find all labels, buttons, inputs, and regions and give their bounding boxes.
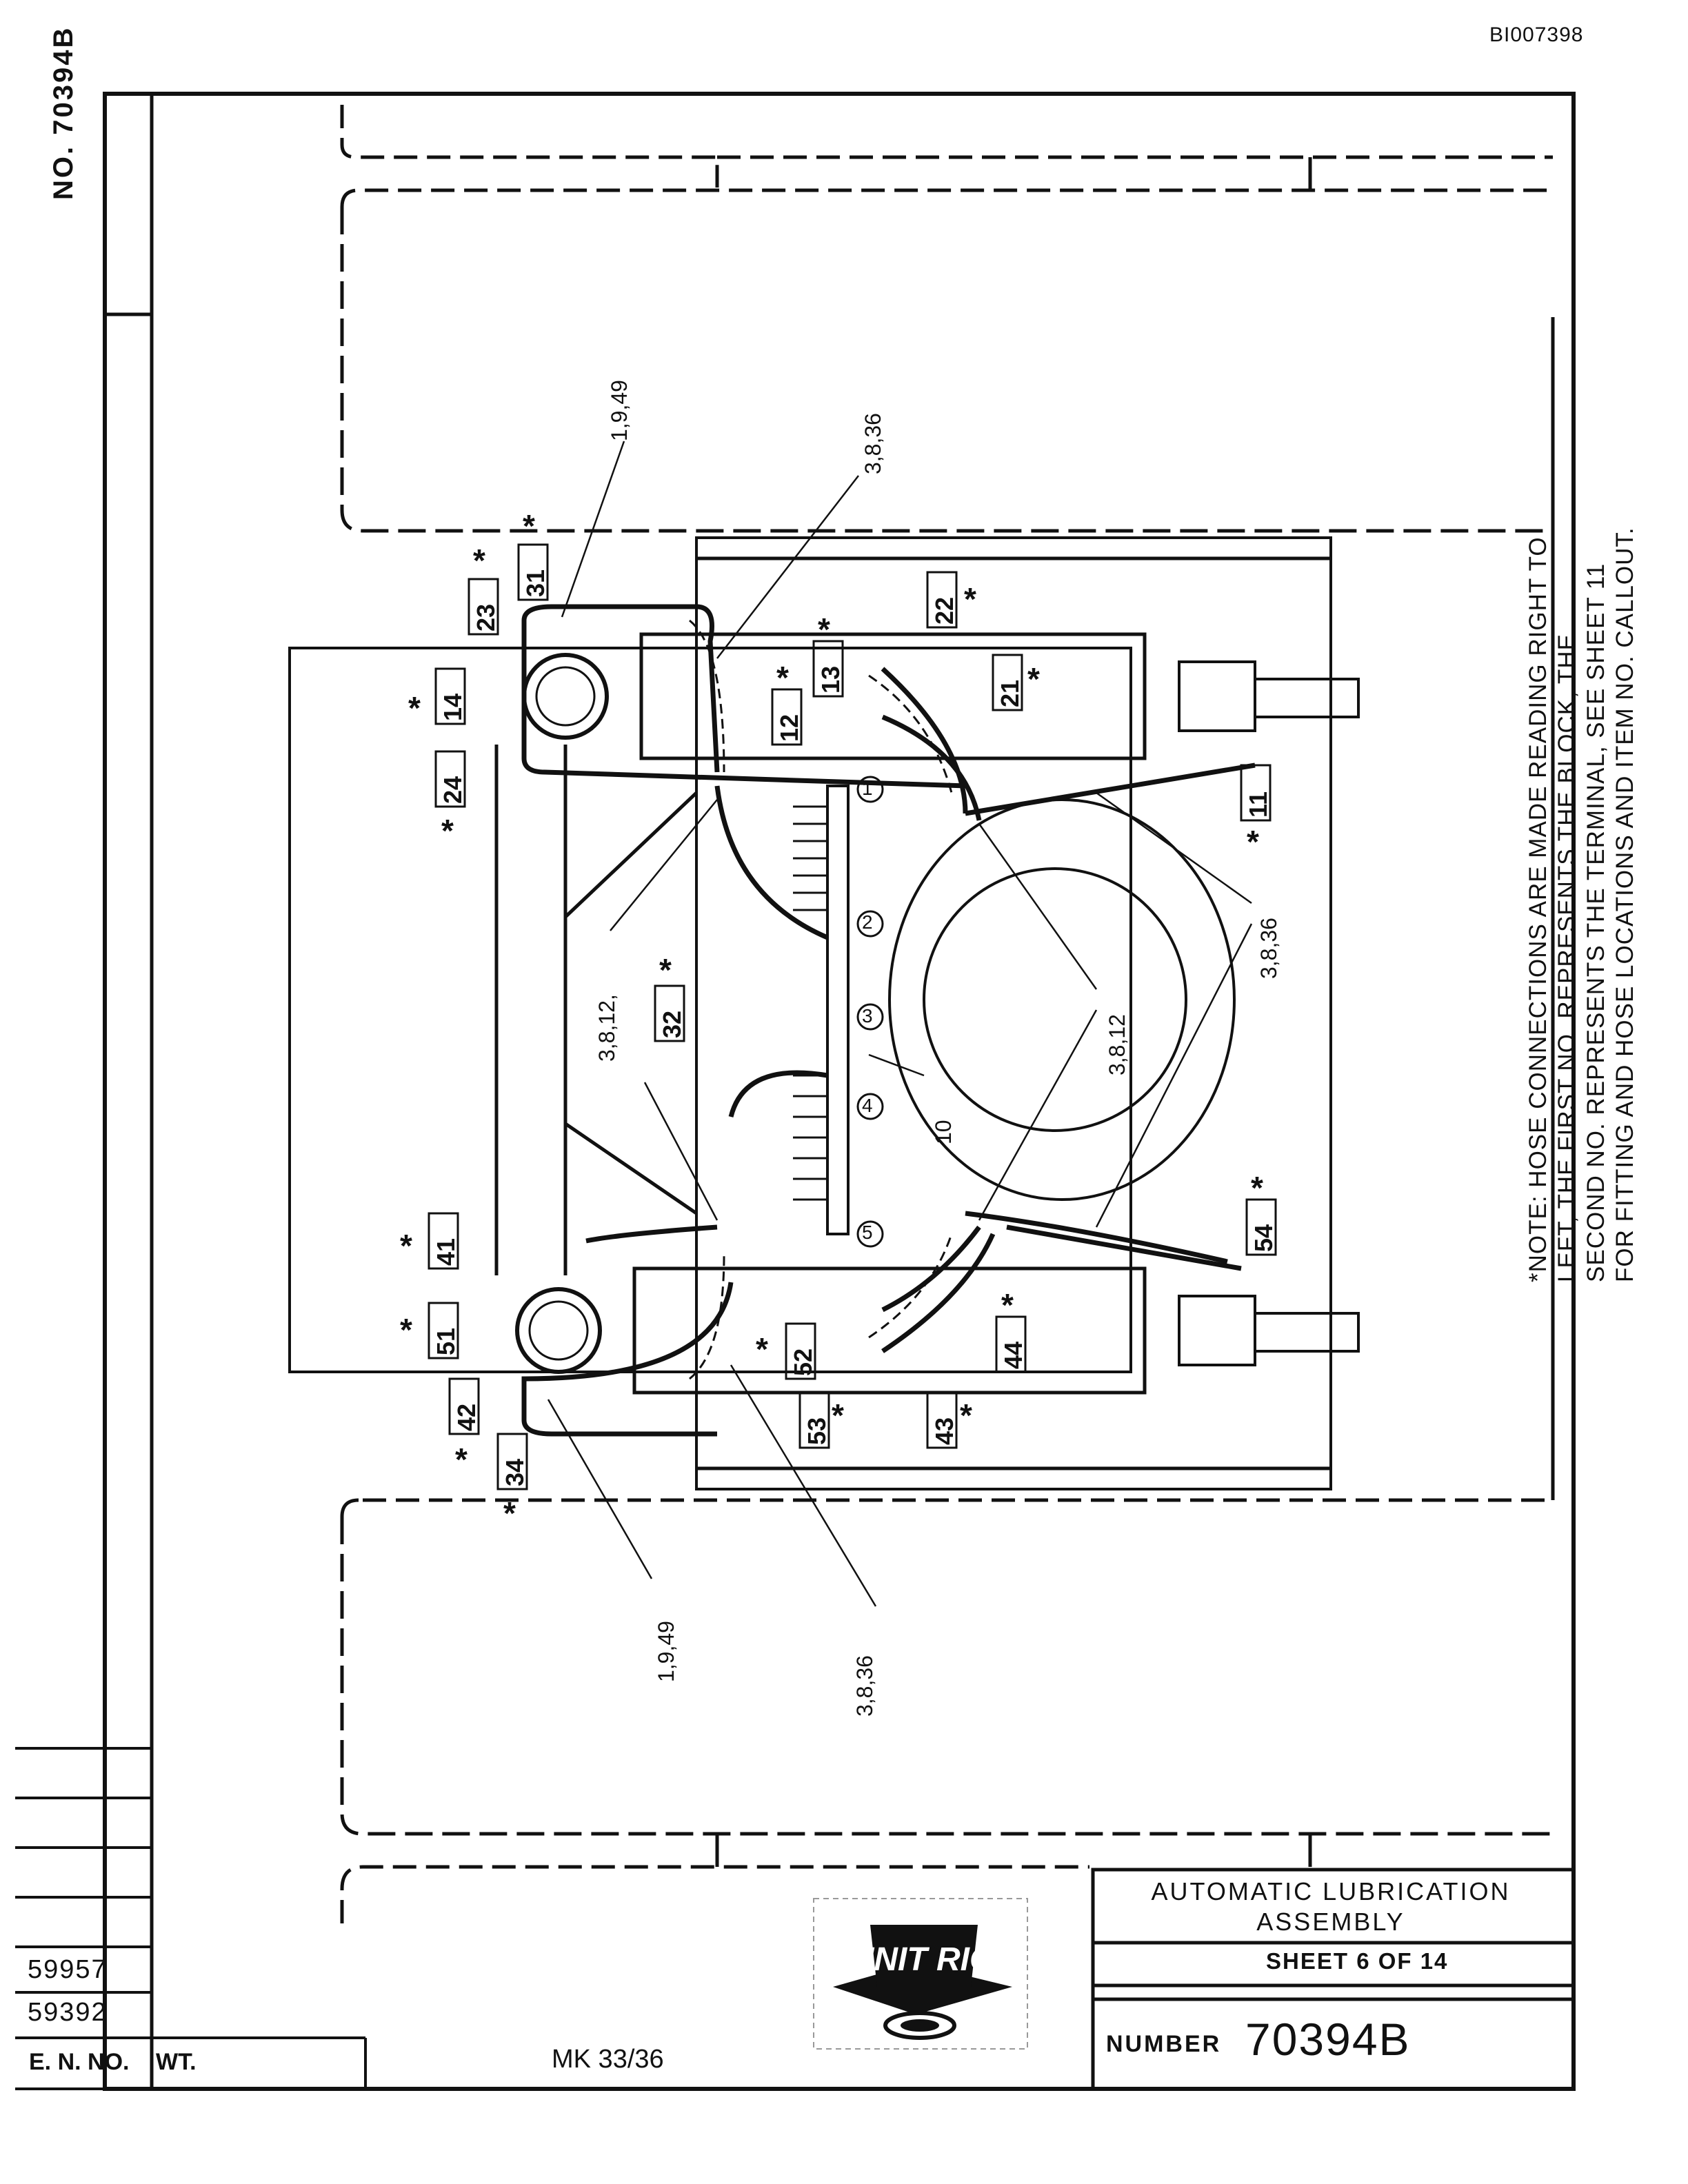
asterisk-mark: * xyxy=(832,1397,844,1433)
chassis-plate xyxy=(695,536,1332,1490)
box-label: 51 xyxy=(432,1327,460,1355)
asterisk-mark: * xyxy=(1027,661,1040,697)
drawing-border xyxy=(103,92,1576,2091)
asterisk-mark: * xyxy=(523,508,535,544)
strut-lower xyxy=(632,1266,1147,1395)
frame-outline-lower xyxy=(340,1517,1551,1836)
box-label: 14 xyxy=(439,693,467,721)
unit-rig-logo: UNIT RIG xyxy=(813,1898,1028,2050)
asterisk-mark: * xyxy=(1001,1287,1014,1323)
box-label: 22 xyxy=(930,596,958,625)
callout-center-bottom: 10 xyxy=(931,1120,956,1144)
callout-bottom-left: 1,9,49 xyxy=(654,1621,679,1682)
box-label: 54 xyxy=(1249,1224,1278,1252)
asterisk-mark: * xyxy=(756,1331,768,1367)
box-label: 42 xyxy=(452,1403,481,1431)
asterisk-mark: * xyxy=(964,581,976,617)
block-number: 2 xyxy=(862,911,873,933)
box-label: 41 xyxy=(432,1237,460,1266)
asterisk-mark: * xyxy=(441,813,454,849)
asterisk-mark: * xyxy=(659,952,672,988)
callout-center-left: 3,8,12, xyxy=(594,994,619,1062)
frame-outline-top xyxy=(340,105,1553,188)
asterisk-mark: * xyxy=(408,690,421,726)
asterisk-mark: * xyxy=(1251,1170,1263,1206)
box-label: 31 xyxy=(521,569,550,597)
box-label: 32 xyxy=(658,1010,686,1038)
drawing-title: AUTOMATIC LUBRICATION ASSEMBLY xyxy=(1096,1877,1565,1937)
en-number: 59957 xyxy=(28,1955,108,1984)
box-label: 12 xyxy=(775,714,803,742)
box-label: 34 xyxy=(501,1458,529,1486)
callout-right: 3,8,36 xyxy=(1256,918,1281,979)
wt-label: WT. xyxy=(156,2049,197,2075)
asterisk-mark: * xyxy=(960,1397,972,1433)
asterisk-mark: * xyxy=(818,611,830,647)
asterisk-mark: * xyxy=(1247,824,1259,860)
hose-connection-note: *NOTE: HOSE CONNECTIONS ARE MADE READING… xyxy=(1525,527,1638,1282)
box-label: 43 xyxy=(930,1417,958,1445)
asterisk-mark: * xyxy=(473,543,485,578)
frame-outline-upper xyxy=(340,207,1551,533)
box-label: 23 xyxy=(472,603,500,631)
asterisk-mark: * xyxy=(455,1442,468,1477)
leader-lines xyxy=(547,441,1253,1607)
side-number-box xyxy=(103,92,154,316)
box-label: 53 xyxy=(803,1417,831,1445)
asterisk-mark: * xyxy=(776,660,789,696)
callout-center: 3,8,12 xyxy=(1105,1014,1129,1075)
callout-top-right: 3,8,36 xyxy=(861,413,885,474)
block-number: 5 xyxy=(862,1222,873,1243)
distribution-blocks xyxy=(826,785,850,1235)
box-label: 21 xyxy=(996,679,1024,707)
box-label: 24 xyxy=(439,776,467,804)
asterisk-mark: * xyxy=(503,1495,516,1531)
box-label: 11 xyxy=(1244,791,1272,818)
strut-upper xyxy=(639,632,1147,760)
asterisk-mark: * xyxy=(400,1228,412,1264)
block-number: 1 xyxy=(862,778,873,799)
mark-number: MK 33/36 xyxy=(552,2045,664,2074)
document-id: BI007398 xyxy=(1489,23,1584,46)
en-no-label: E. N. NO. xyxy=(29,2049,130,2075)
box-label: 44 xyxy=(999,1341,1027,1369)
block-number: 4 xyxy=(862,1095,873,1116)
hoses xyxy=(521,604,1256,1437)
asterisk-mark: * xyxy=(400,1312,412,1348)
callout-bottom-right: 3,8,36 xyxy=(852,1655,877,1717)
box-label: 13 xyxy=(816,665,845,694)
callout-top-left: 1,9,49 xyxy=(607,380,632,441)
box-label: 52 xyxy=(789,1348,817,1376)
drawing-number: 70394B xyxy=(1245,2014,1411,2065)
title-block xyxy=(1091,1868,1576,2091)
box-label-group xyxy=(428,543,1277,1490)
pivot-lower xyxy=(515,1287,602,1374)
drawing-title-line1: AUTOMATIC LUBRICATION xyxy=(1151,1877,1511,1905)
block-number: 3 xyxy=(862,1005,873,1027)
sheet-indicator: SHEET 6 OF 14 xyxy=(1266,1948,1449,1974)
en-number: 59392 xyxy=(28,1998,108,2027)
logo-text: UNIT RIG xyxy=(850,1941,996,1978)
number-label: NUMBER xyxy=(1106,2031,1222,2057)
revision-table xyxy=(15,1747,367,2090)
drawing-title-line2: ASSEMBLY xyxy=(1256,1908,1405,1936)
side-drawing-number: NO. 70394B xyxy=(48,26,79,200)
